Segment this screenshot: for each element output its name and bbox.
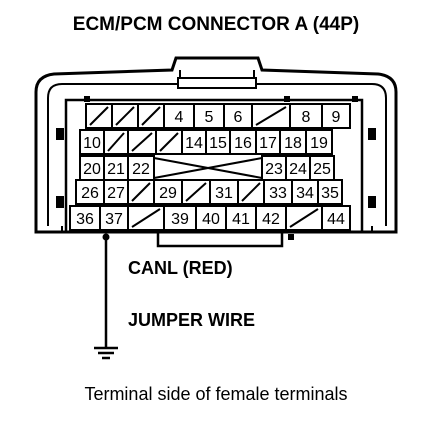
terminal-number-label: 34 [296, 185, 314, 202]
terminal-20: 20 [79, 155, 105, 181]
terminal-number-label: 20 [83, 161, 101, 178]
diagram-title: ECM/PCM CONNECTOR A (44P) [72, 14, 360, 35]
terminal-number-label: 24 [289, 161, 307, 178]
terminal-19: 19 [305, 129, 333, 155]
blank-region-x [153, 157, 263, 179]
terminal-number-label: 8 [302, 109, 311, 126]
terminal-15: 15 [205, 129, 231, 155]
terminal-number-label: 27 [107, 185, 125, 202]
terminal-34: 34 [291, 179, 319, 205]
empty-terminal [155, 129, 183, 155]
terminal-number-label: 36 [76, 211, 94, 228]
empty-terminal [181, 179, 211, 205]
terminal-number-label: 41 [232, 211, 250, 228]
terminal-number-label: 19 [310, 135, 328, 152]
terminal-number-label: 9 [332, 109, 341, 126]
jumper-wire-label: JUMPER WIRE [128, 310, 256, 330]
terminal-10: 10 [79, 129, 105, 155]
terminal-26: 26 [75, 179, 105, 205]
terminal-number-label: 29 [159, 185, 177, 202]
terminal-number-label: 15 [209, 135, 227, 152]
terminal-22: 22 [127, 155, 155, 181]
empty-terminal [127, 179, 155, 205]
empty-terminal [111, 103, 139, 129]
terminal-39: 39 [163, 205, 197, 231]
empty-terminal [85, 103, 113, 129]
terminal-29: 29 [153, 179, 183, 205]
terminal-number-label: 42 [262, 211, 280, 228]
terminal-42: 42 [255, 205, 287, 231]
connector-housing [34, 56, 398, 248]
terminal-23: 23 [261, 155, 287, 181]
empty-terminal [251, 103, 291, 129]
terminal-8: 8 [289, 103, 323, 129]
terminal-number-label: 4 [175, 109, 184, 126]
diagram-caption: Terminal side of female terminals [84, 384, 348, 404]
terminal-number-label: 33 [269, 185, 287, 202]
terminal-31: 31 [209, 179, 239, 205]
terminal-40: 40 [195, 205, 227, 231]
terminal-number-label: 18 [284, 135, 302, 152]
terminal-36: 36 [69, 205, 101, 231]
terminal-17: 17 [255, 129, 281, 155]
terminal-33: 33 [263, 179, 293, 205]
terminal-number-label: 37 [105, 211, 123, 228]
terminal-number-label: 26 [81, 185, 99, 202]
terminal-cells: 4 5 6 8 9 10 14 15 16 17 18 19 20 21 22 23 24 25 26 27 29 31 3… [69, 103, 351, 231]
empty-terminal [103, 129, 129, 155]
terminal-number-label: 5 [205, 109, 214, 126]
empty-terminal [285, 205, 323, 231]
terminal-21: 21 [103, 155, 129, 181]
terminal-6: 6 [223, 103, 253, 129]
terminal-16: 16 [229, 129, 257, 155]
ground-symbol [94, 346, 118, 360]
probe-wire [102, 233, 110, 348]
empty-terminal [127, 205, 165, 231]
canl-wire-label: CANL (RED) [128, 258, 233, 278]
empty-terminal [127, 129, 157, 155]
terminal-35: 35 [317, 179, 343, 205]
terminal-number-label: 35 [321, 185, 339, 202]
terminal-37: 37 [99, 205, 129, 231]
terminal-27: 27 [103, 179, 129, 205]
terminal-number-label: 6 [234, 109, 243, 126]
terminal-number-label: 21 [107, 161, 125, 178]
terminal-number-label: 22 [132, 161, 150, 178]
terminal-9: 9 [321, 103, 351, 129]
terminal-number-label: 40 [202, 211, 220, 228]
pin-block-frame [64, 98, 364, 234]
empty-terminal [137, 103, 165, 129]
terminal-24: 24 [285, 155, 311, 181]
terminal-number-label: 16 [234, 135, 252, 152]
terminal-number-label: 14 [185, 135, 203, 152]
terminal-14: 14 [181, 129, 207, 155]
terminal-41: 41 [225, 205, 257, 231]
terminal-number-label: 17 [259, 135, 277, 152]
terminal-number-label: 31 [215, 185, 233, 202]
terminal-number-label: 25 [313, 161, 331, 178]
terminal-number-label: 39 [171, 211, 189, 228]
terminal-number-label: 10 [83, 135, 101, 152]
terminal-18: 18 [279, 129, 307, 155]
terminal-4: 4 [163, 103, 195, 129]
terminal-number-label: 23 [265, 161, 283, 178]
terminal-44: 44 [321, 205, 351, 231]
terminal-25: 25 [309, 155, 335, 181]
terminal-5: 5 [193, 103, 225, 129]
empty-terminal [237, 179, 265, 205]
terminal-number-label: 44 [327, 211, 345, 228]
